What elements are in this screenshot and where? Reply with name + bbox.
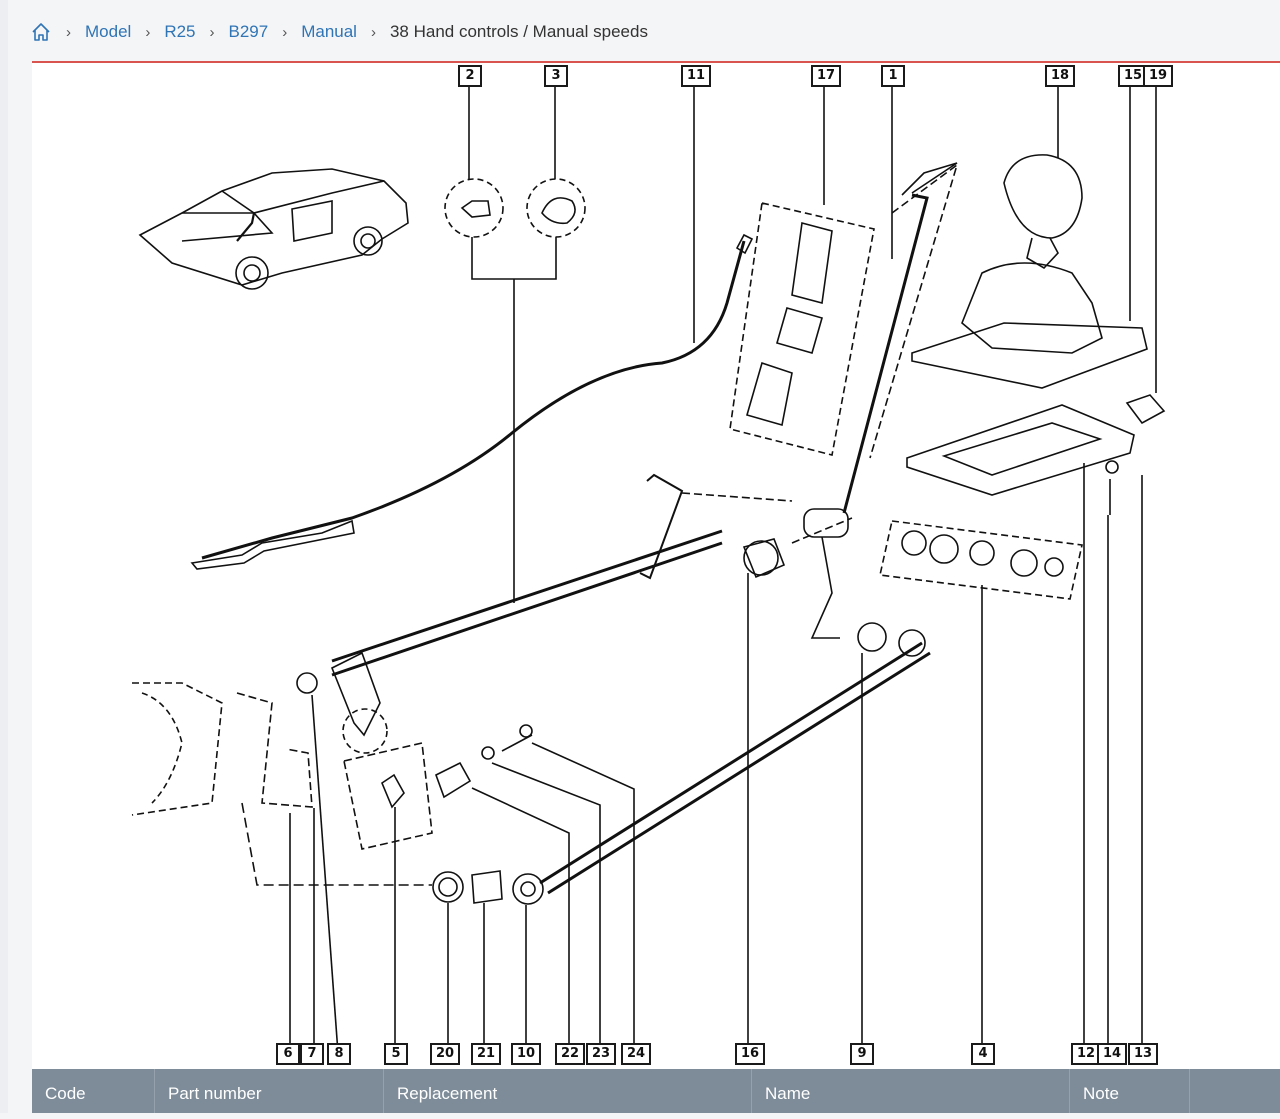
callout-20[interactable]: 20 [430,1043,460,1065]
callout-17[interactable]: 17 [811,65,841,87]
callout-11[interactable]: 11 [681,65,711,87]
column-note[interactable]: Note [1070,1069,1190,1113]
breadcrumb-separator: › [370,23,376,41]
breadcrumb-manual[interactable]: Manual [301,22,357,41]
callout-2[interactable]: 2 [458,65,482,87]
callout-7[interactable]: 7 [300,1043,324,1065]
breadcrumb-b297[interactable]: B297 [228,22,269,41]
callout-14[interactable]: 14 [1097,1043,1127,1065]
column-part-number[interactable]: Part number [155,1069,384,1113]
callout-10[interactable]: 10 [511,1043,541,1065]
callout-16[interactable]: 16 [735,1043,765,1065]
column-extra [1190,1069,1280,1113]
home-icon[interactable] [30,21,52,43]
callout-13[interactable]: 13 [1128,1043,1158,1065]
breadcrumb-separator: › [66,23,71,41]
column-name[interactable]: Name [752,1069,1070,1113]
callout-21[interactable]: 21 [471,1043,501,1065]
callout-5[interactable]: 5 [384,1043,408,1065]
column-code[interactable]: Code [32,1069,155,1113]
callout-22[interactable]: 22 [555,1043,585,1065]
exploded-view-drawing [131,87,1166,1054]
left-strip [0,0,8,1113]
callout-19[interactable]: 19 [1143,65,1173,87]
column-replacement[interactable]: Replacement [384,1069,752,1113]
breadcrumb: › Model › R25 › B297 › Manual › 38 Hand … [30,18,648,46]
breadcrumb-separator: › [282,23,288,41]
breadcrumb-separator: › [209,23,215,41]
parts-diagram: 2 3 11 17 1 18 15 19 6 7 8 5 20 21 10 22… [32,63,1280,1069]
top-bar [8,0,1280,62]
breadcrumb-separator: › [145,23,151,41]
breadcrumb-model[interactable]: Model [85,22,132,41]
parts-table-header: Code Part number Replacement Name Note [32,1069,1280,1113]
callout-8[interactable]: 8 [327,1043,351,1065]
callout-18[interactable]: 18 [1045,65,1075,87]
callout-15[interactable]: 15 [1118,65,1148,87]
car-illustration [138,168,409,290]
callout-24[interactable]: 24 [621,1043,651,1065]
breadcrumb-current: 38 Hand controls / Manual speeds [389,22,648,41]
callout-3[interactable]: 3 [544,65,568,87]
callout-4[interactable]: 4 [971,1043,995,1065]
callout-6[interactable]: 6 [276,1043,300,1065]
breadcrumb-r25[interactable]: R25 [164,22,196,41]
header-divider [32,61,1280,63]
callout-9[interactable]: 9 [850,1043,874,1065]
callout-23[interactable]: 23 [586,1043,616,1065]
callout-1[interactable]: 1 [881,65,905,87]
